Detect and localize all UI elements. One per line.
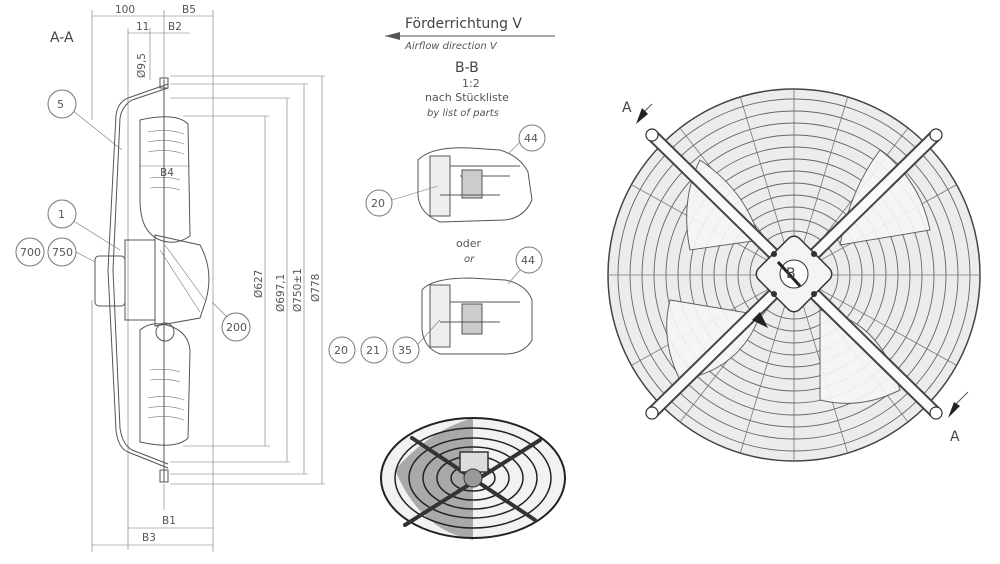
fan-3d-render	[380, 417, 566, 540]
dim-b2: B2	[168, 21, 182, 33]
section-view-a-a: A-A 100 11 B5 B2 Ø9,5 B4	[15, 4, 325, 552]
dim-11: 11	[136, 21, 149, 33]
dim-d9-5: Ø9,5	[136, 53, 148, 78]
airflow-en: Airflow direction V	[404, 41, 498, 52]
bubble-35: 35	[398, 344, 412, 357]
airflow-direction: Förderrichtung V Airflow direction V	[385, 16, 555, 52]
bubble-44-top: 44	[524, 132, 538, 145]
detail-b-b: B-B 1:2 nach Stückliste by list of parts…	[328, 60, 546, 364]
dim-d778: Ø778	[310, 274, 322, 302]
section-title: A-A	[50, 30, 74, 46]
airflow-de: Förderrichtung V	[405, 16, 522, 32]
dim-b1: B1	[162, 515, 176, 527]
detail-mark-b: B	[786, 266, 796, 282]
detail-or: or	[464, 254, 475, 265]
bubble-44-bottom: 44	[521, 254, 535, 267]
bubble-1: 1	[58, 208, 65, 221]
dim-b4: B4	[160, 167, 174, 179]
bubble-21: 21	[366, 344, 380, 357]
section-mark-a-top: A	[622, 100, 632, 116]
detail-title: B-B	[455, 60, 479, 76]
fan-front-view: B A A	[607, 88, 981, 462]
detail-note-en: by list of parts	[427, 108, 499, 119]
dim-d750: Ø750±1	[292, 268, 304, 312]
bubble-700: 700	[20, 246, 41, 259]
dim-b5: B5	[182, 4, 196, 16]
bubble-20-top: 20	[371, 197, 385, 210]
section-mark-a-bottom: A	[950, 429, 960, 445]
detail-note-de: nach Stückliste	[425, 91, 509, 104]
bubble-5: 5	[57, 98, 64, 111]
bubble-750: 750	[52, 246, 73, 259]
dim-100: 100	[115, 4, 135, 16]
detail-oder: oder	[456, 237, 481, 250]
dim-d697: Ø697,1	[275, 274, 287, 312]
bubble-200: 200	[226, 321, 247, 334]
bubble-20-bottom: 20	[334, 344, 348, 357]
detail-scale: 1:2	[462, 77, 480, 90]
dim-d627: Ø627	[253, 270, 265, 298]
dim-b3: B3	[142, 532, 156, 544]
